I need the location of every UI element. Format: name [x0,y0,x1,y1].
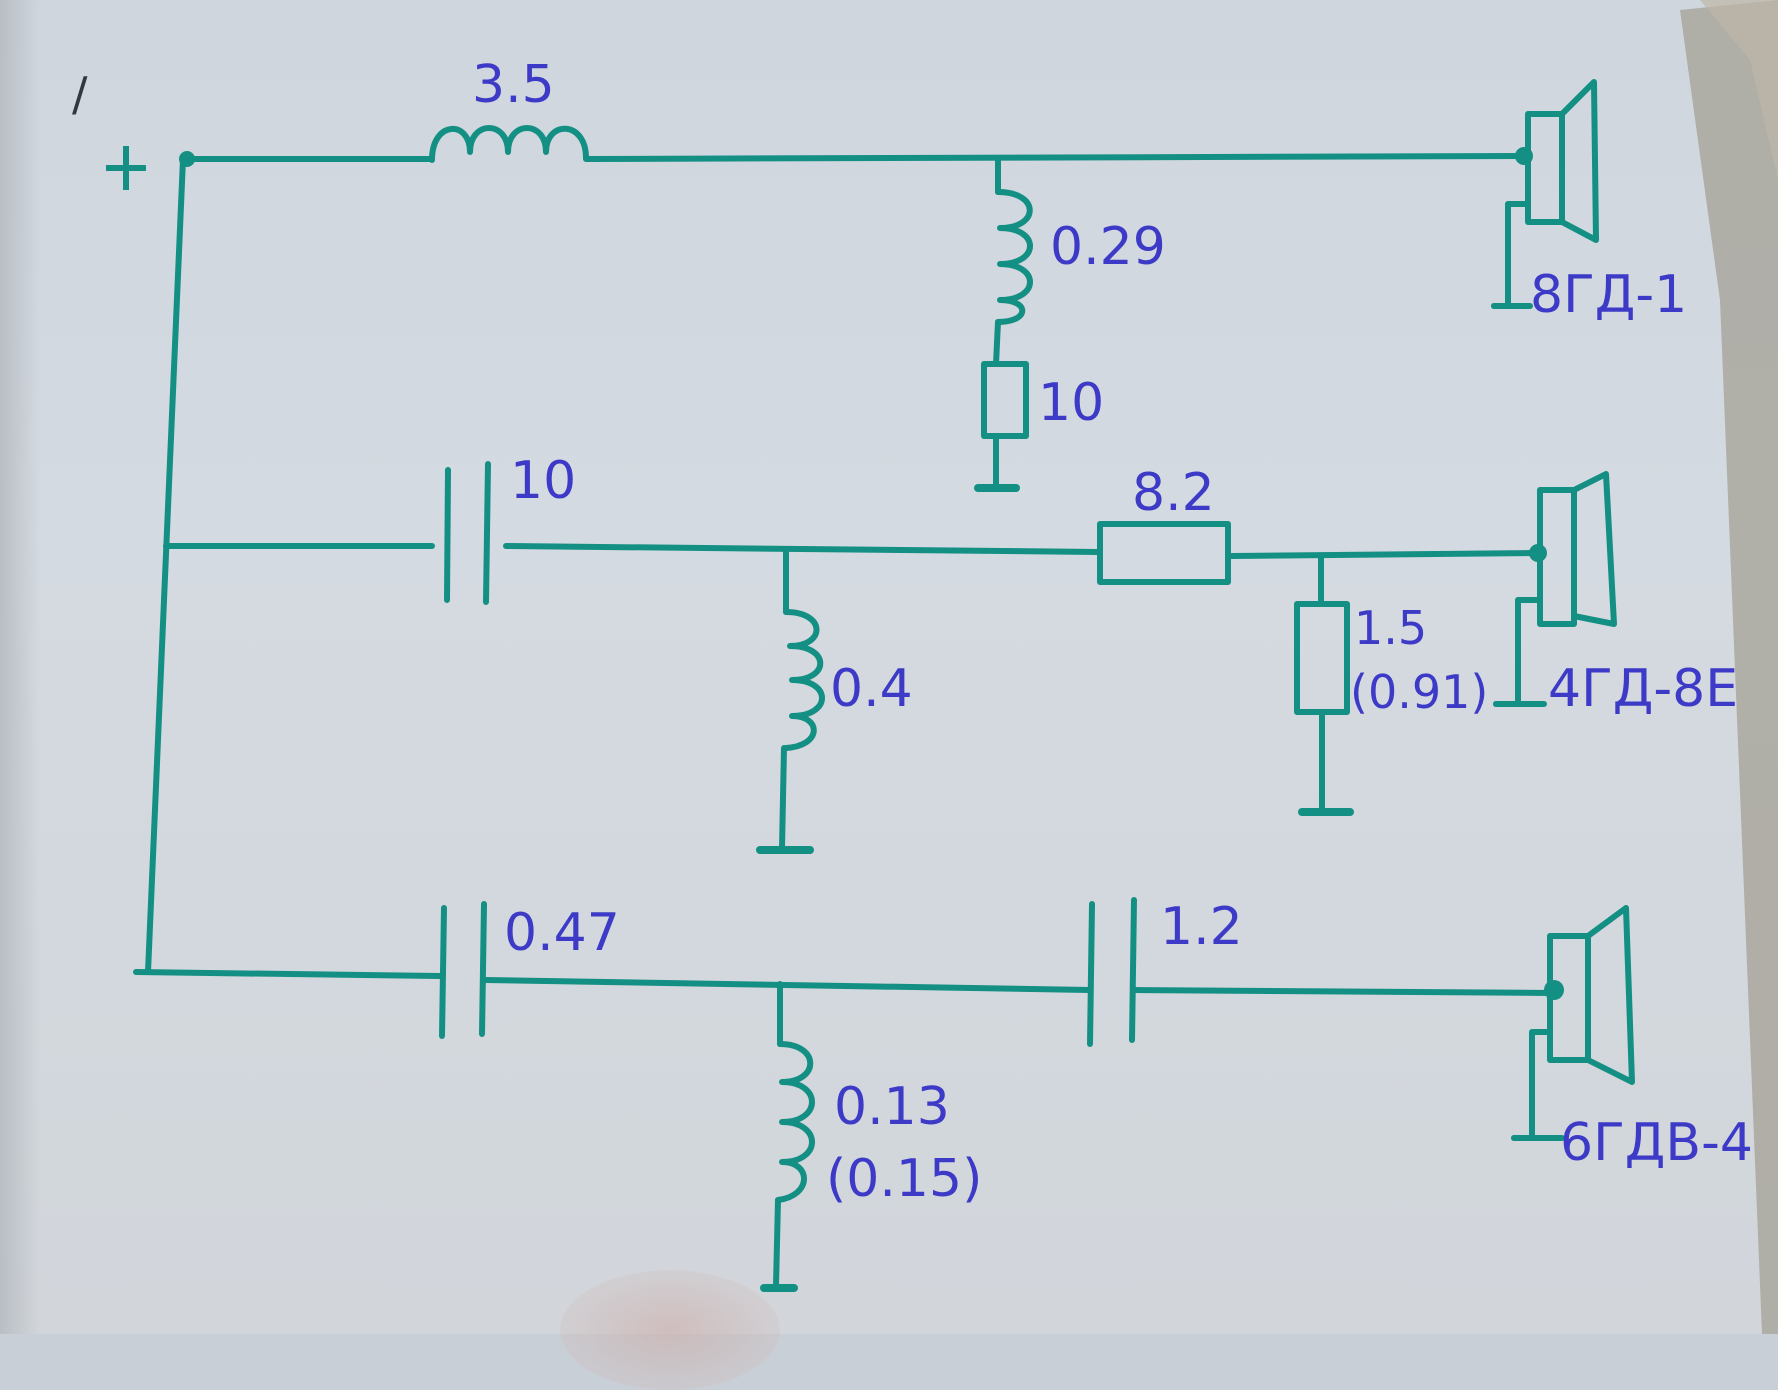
capacitor-C2-value: 0.47 [504,903,620,963]
capacitor-C3-value: 1.2 [1160,897,1243,957]
speaker-SP3-label: 6ГДВ-4 [1560,1113,1753,1173]
inductor-L4-alt-value: (0.15) [826,1149,982,1209]
wire [773,1197,781,1289]
capacitor-C3 [1087,897,1137,1047]
paper-background [0,0,1778,1334]
plus-sign-icon [106,146,146,190]
input-mark-label: / [72,67,88,121]
inductor-L2 [995,189,1033,325]
inductor-L3-value: 0.4 [830,659,913,719]
wire [583,153,1527,162]
inductor-L4 [775,1041,815,1203]
crossover-schematic: / 3.5 0.29 10 [72,55,1753,1292]
wire [1229,550,1541,559]
resistor-R3-alt-value: (0.91) [1350,665,1488,719]
speaker-SP3-icon [1511,905,1635,1141]
inductor-L1 [429,125,589,163]
wire [133,969,443,979]
wire [483,977,1093,993]
resistor-R3 [1294,601,1350,715]
speaker-SP1-icon [1491,79,1599,309]
inductor-L1-value: 3.5 [472,55,555,115]
input-terminal: / [72,67,195,190]
input-bus-wire [145,156,186,975]
branch-woofer: 3.5 0.29 10 8ГД-1 [184,55,1687,492]
resistor-R2-value: 8.2 [1132,463,1215,523]
wire [779,745,787,851]
inductor-L3 [783,609,825,751]
resistor-R3-value: 1.5 [1354,601,1427,655]
wire [503,543,1101,555]
capacitor-C1 [444,461,491,605]
branch-midrange: 10 0.4 8.2 1.5 (0.91) 4ГД-8Е [163,451,1738,854]
wire [1131,987,1555,996]
inductor-L4-value: 0.13 [834,1077,950,1137]
capacitor-C1-value: 10 [510,451,576,511]
speaker-SP2-icon [1493,471,1617,707]
wire [993,319,1001,367]
branch-tweeter: 0.47 0.13 (0.15) 1.2 6ГДВ-4 [133,897,1753,1292]
resistor-R1-value: 10 [1038,373,1104,433]
capacitor-C2 [439,901,487,1039]
resistor-R2 [1097,521,1231,585]
inductor-L2-value: 0.29 [1050,217,1166,277]
resistor-R1 [981,361,1029,439]
speaker-SP1-label: 8ГД-1 [1530,265,1687,325]
paper-left-shade [0,0,40,1334]
speaker-SP2-label: 4ГД-8Е [1548,659,1738,719]
